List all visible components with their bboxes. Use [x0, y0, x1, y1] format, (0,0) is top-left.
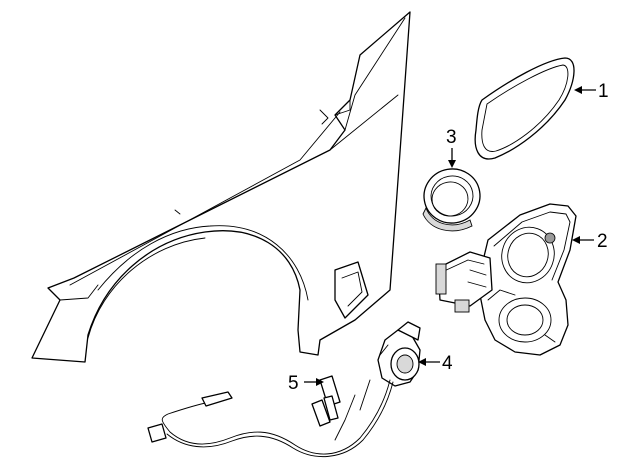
- wiring-harness: [147, 379, 394, 458]
- arrow-head-icon: [574, 86, 582, 94]
- callout-3: 3: [446, 127, 457, 168]
- fuel-door-housing: [435, 203, 577, 356]
- callout-2: 2: [572, 231, 608, 252]
- arrow-head-icon: [418, 358, 426, 366]
- charge-socket: [377, 321, 421, 387]
- callout-1: 1: [574, 81, 609, 102]
- arrow-head-icon: [316, 378, 324, 386]
- fender-panel: [31, 11, 411, 363]
- callout-label-3: 3: [446, 127, 457, 148]
- callout-4: 4: [418, 353, 453, 374]
- callout-5: 5: [288, 373, 324, 394]
- callout-label-4: 4: [442, 353, 453, 374]
- arrow-head-icon: [448, 160, 456, 168]
- seal-ring: [422, 168, 481, 232]
- arrow-head-icon: [572, 236, 580, 244]
- callout-label-2: 2: [597, 231, 608, 252]
- callout-label-1: 1: [598, 81, 609, 102]
- fuel-door: [474, 57, 575, 160]
- callout-label-5: 5: [288, 373, 299, 394]
- retaining-clips: [311, 375, 341, 427]
